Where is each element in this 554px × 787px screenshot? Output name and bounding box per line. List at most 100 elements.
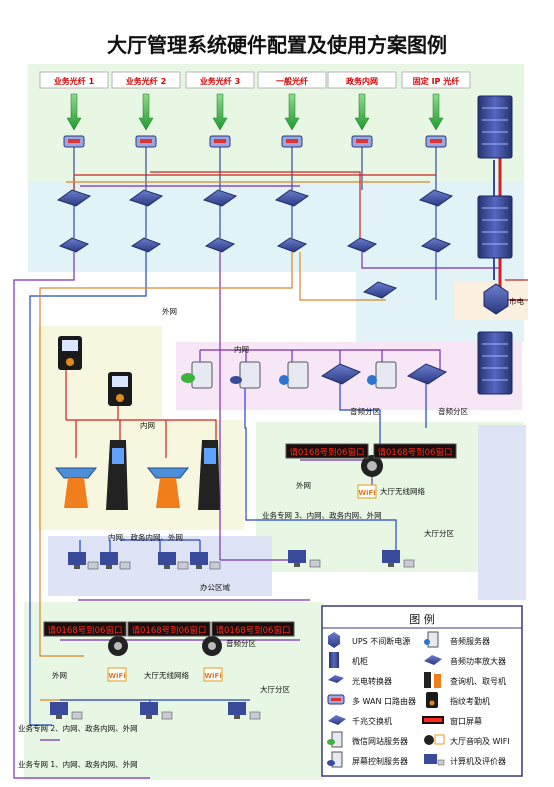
switch-legend-icon <box>328 715 346 725</box>
audio-zone-label-3: 音频分区 <box>226 638 256 648</box>
fingerprint-attendance-icon <box>58 336 82 370</box>
switch-icon <box>418 189 454 207</box>
legend-label-right: 窗口屏幕 <box>450 716 482 726</box>
fiber-arrow-icon <box>428 93 444 131</box>
screen-control-server-icon <box>230 361 261 389</box>
evaluator-icon <box>249 711 261 720</box>
wifi-hall-label-bottom: 大厅无线网络 <box>144 670 189 680</box>
legend-label-left: 机柜 <box>352 656 368 666</box>
audio-legend-icon <box>424 631 439 648</box>
office-line-label: 内网、政务内网、外网 <box>108 532 183 542</box>
legend-label-left: 千兆交换机 <box>352 716 392 726</box>
screen-legend-icon <box>327 751 343 768</box>
switch-row-1 <box>56 189 454 207</box>
page-title: 大厅管理系统硬件配置及使用方案图例 <box>107 33 447 57</box>
fiber-arrow-icon <box>284 93 300 131</box>
extranet-label-bottom: 外网 <box>52 670 67 680</box>
legend-row: 微信网站服务器 大厅音响及 WIFI <box>327 731 510 748</box>
computer-icon <box>190 552 208 569</box>
router-row <box>63 135 447 148</box>
optical-converter-icon <box>276 237 308 253</box>
wechat-server-icon <box>181 361 213 389</box>
conv-legend-icon <box>328 675 344 683</box>
router-icon <box>281 135 303 148</box>
legend-label-left: 屏幕控制服务器 <box>352 756 408 766</box>
switch-icon <box>274 189 310 207</box>
kiosk-legend-icon <box>424 672 441 688</box>
computer-icon <box>288 550 306 567</box>
legend-label-right: 指纹考勤机 <box>450 696 490 706</box>
rack-legend-icon <box>329 652 339 668</box>
evaluator-icon <box>403 559 415 568</box>
query-kiosk-icon <box>146 467 190 508</box>
router-icon <box>425 135 447 148</box>
legend-label-right: 音频功率放大器 <box>450 656 506 666</box>
devices <box>50 95 513 720</box>
query-kiosk-icon <box>54 467 98 508</box>
legend-row: 屏幕控制服务器 计算机及评价器 <box>327 751 506 768</box>
extranet-label-mid: 外网 <box>296 480 311 490</box>
wifi-legend-icon <box>424 734 445 745</box>
window-screen: 请0168号到06窗口 <box>43 621 127 637</box>
fiber-input: 固定 IP 光纤 <box>401 71 471 131</box>
audio-amplifier-icon <box>406 363 448 385</box>
window-screen-text: 请0168号到06窗口 <box>216 625 291 636</box>
audio-server-icon <box>367 361 397 389</box>
evaluator-icon <box>177 561 189 570</box>
line1-label: 业务专网 1、内网、政务内网、外网 <box>18 759 138 769</box>
wifi-badge-bottom-2: WiFi <box>203 667 223 682</box>
audio-zone-label-1: 音频分区 <box>350 406 380 416</box>
legend-label-right: 计算机及评价器 <box>450 756 506 766</box>
switch-icon <box>128 189 164 207</box>
hall-zone-label-top: 大厅分区 <box>424 528 454 538</box>
wifi-label: WiFi <box>358 489 375 497</box>
legend-label-right: 大厅音响及 WIFI <box>450 736 510 746</box>
cabinet-rack-3 <box>477 331 513 395</box>
window-screen: 请0168号到06窗口 <box>373 443 457 459</box>
legend-rows: UPS 不间断电源音频服务器机柜音频功率放大器光电转换器查询机、取号机多 WAN… <box>327 631 510 768</box>
intranet-label-server: 内网 <box>234 344 249 354</box>
window-screen-text: 请0168号到06窗口 <box>132 625 207 636</box>
fiber-input: 政务内网 <box>327 71 397 131</box>
speaker-icon <box>202 636 222 656</box>
cabinet-rack-2 <box>477 195 513 259</box>
fiber-label: 固定 IP 光纤 <box>413 76 459 86</box>
fiber-label-box <box>185 71 255 89</box>
mains-power-label: 市电 <box>509 296 524 306</box>
audio-zone-label-2: 音频分区 <box>438 406 468 416</box>
evaluator-icon <box>71 711 83 720</box>
fiber-label-box <box>111 71 181 89</box>
wifi-label: WiFi <box>108 672 125 680</box>
optical-converter-icon <box>346 237 378 253</box>
fiber-input: 一般光纤 <box>257 71 327 131</box>
wifi-badge-top: WiFi <box>357 484 377 499</box>
legend-label-right: 查询机、取号机 <box>450 676 506 686</box>
evaluator-icon <box>161 711 173 720</box>
switch-icon <box>202 189 238 207</box>
audio-amplifier-icon <box>320 363 362 385</box>
converter-row <box>58 237 452 253</box>
router-icon <box>209 135 231 148</box>
office-zone-label: 办公区域 <box>200 582 230 592</box>
optical-converter-icon <box>130 237 162 253</box>
legend-label-left: UPS 不间断电源 <box>352 636 410 646</box>
pc-legend-icon <box>424 754 445 766</box>
intranet-label-kiosk: 内网 <box>140 420 155 430</box>
legend-label-right: 音频服务器 <box>450 636 490 646</box>
legend-label-left: 微信网站服务器 <box>352 736 408 746</box>
ups-legend-icon <box>328 632 340 648</box>
fiber-arrow-icon <box>138 93 154 131</box>
fiber-input: 业务光纤 2 <box>111 71 181 131</box>
window-screen-text: 请0168号到06窗口 <box>290 447 365 458</box>
speaker-icon <box>108 636 128 656</box>
fiber-arrow-icon <box>354 93 370 131</box>
fiber-label-box <box>327 71 397 89</box>
fiber-label-box <box>257 71 327 89</box>
cabinet-rack-1 <box>477 95 513 159</box>
router-icon <box>135 135 157 148</box>
evaluator-icon <box>309 559 321 568</box>
router-legend-icon <box>327 694 345 705</box>
window-screen: 请0168号到06窗口 <box>211 621 295 637</box>
